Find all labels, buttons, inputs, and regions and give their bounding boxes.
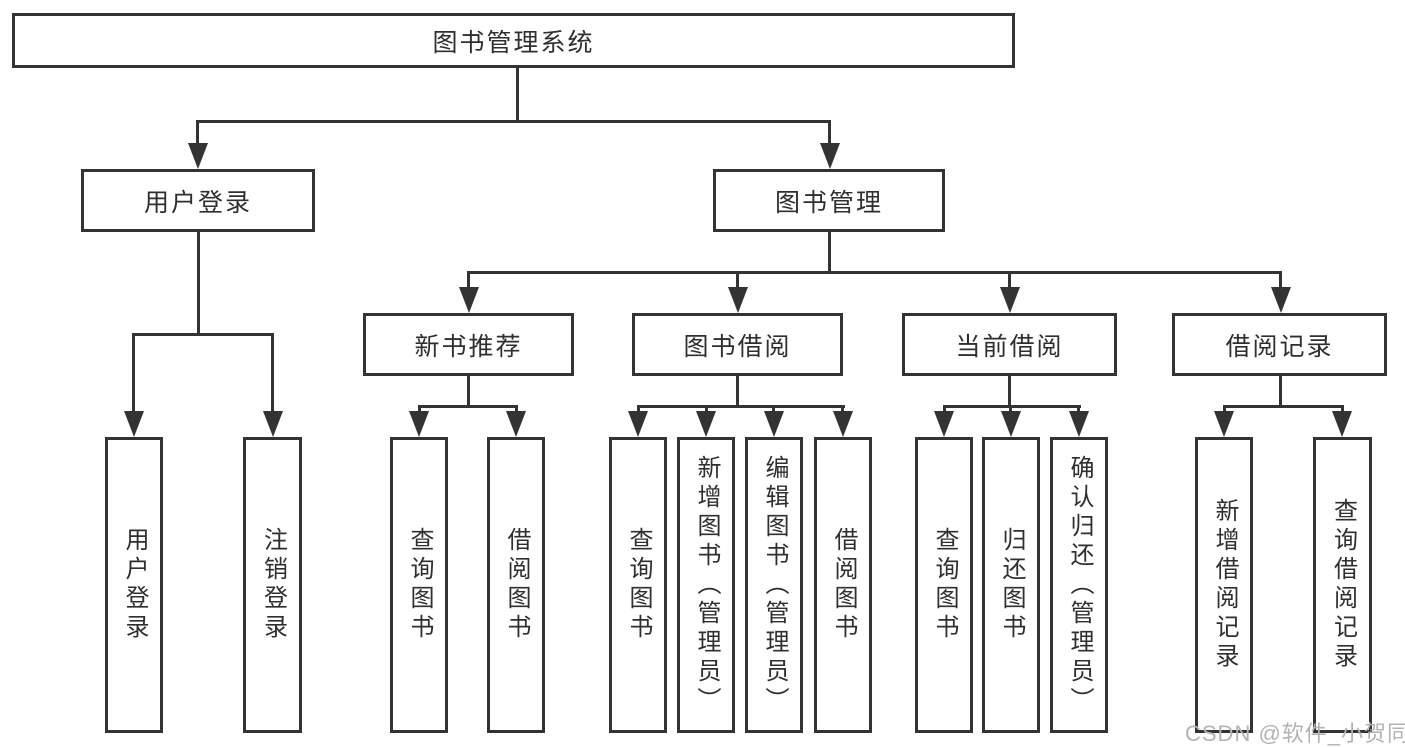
connector-line xyxy=(736,271,739,291)
connector-book-mgmt-drop xyxy=(828,120,831,148)
connector-line xyxy=(418,405,421,415)
node-new-book-recommend: 新书推荐 xyxy=(363,313,574,376)
leaf-records-query-borrow-record: 查询借阅记录 xyxy=(1313,437,1372,733)
arrow-down-icon xyxy=(506,411,526,437)
arrow-down-icon xyxy=(124,411,144,437)
connector-line xyxy=(637,405,845,408)
leaf-borrow-borrow-books: 借阅图书 xyxy=(814,437,872,733)
connector-line xyxy=(1279,271,1282,291)
connector-line xyxy=(705,405,708,415)
node-current-borrowing: 当前借阅 xyxy=(902,313,1117,376)
connector-book-mgmt-stem xyxy=(828,232,831,274)
connector-line xyxy=(1223,405,1344,408)
arrow-down-icon xyxy=(833,411,853,437)
connector-line xyxy=(841,405,844,415)
arrow-down-icon xyxy=(1214,411,1234,437)
node-borrowing-records: 借阅记录 xyxy=(1172,313,1387,376)
arrow-down-icon xyxy=(263,411,283,437)
arrow-down-icon xyxy=(764,411,784,437)
leaf-records-add-borrow-record: 新增借阅记录 xyxy=(1195,437,1253,733)
arrow-down-icon xyxy=(1001,411,1021,437)
connector-line xyxy=(943,405,1081,408)
node-book-borrowing: 图书借阅 xyxy=(632,313,843,376)
node-book-management: 图书管理 xyxy=(713,169,945,232)
connector-line xyxy=(943,405,946,415)
leaf-current-query-books: 查询图书 xyxy=(915,437,973,733)
leaf-user-login: 用户登录 xyxy=(105,437,163,733)
arrow-down-icon xyxy=(628,411,648,437)
connector-line xyxy=(772,405,775,415)
leaf-borrow-add-books-admin: 新增图书（管理员） xyxy=(677,437,735,733)
arrow-down-icon xyxy=(820,143,840,169)
leaf-recommend-query-books: 查询图书 xyxy=(390,437,448,733)
connector-line xyxy=(418,405,518,408)
leaf-current-return-books: 归还图书 xyxy=(982,437,1040,733)
arrow-down-icon xyxy=(1332,411,1352,437)
leaf-current-confirm-return-admin: 确认归还（管理员） xyxy=(1050,437,1108,733)
connector-line xyxy=(467,376,470,407)
connector-user-login-stem xyxy=(197,232,200,336)
connector-line xyxy=(637,405,640,415)
connector-line xyxy=(515,405,518,415)
leaf-logout-login: 注销登录 xyxy=(243,437,302,733)
arrow-down-icon xyxy=(728,287,748,313)
connector-line xyxy=(132,333,135,413)
arrow-down-icon xyxy=(1271,287,1291,313)
connector-line xyxy=(736,376,739,407)
leaf-borrow-edit-books-admin: 编辑图书（管理员） xyxy=(745,437,803,733)
connector-line xyxy=(1008,376,1011,407)
connector-line xyxy=(1009,405,1012,415)
connector-user-login-rail xyxy=(132,333,274,336)
connector-line xyxy=(1279,376,1282,407)
connector-level2-rail xyxy=(467,271,1282,274)
arrow-down-icon xyxy=(934,411,954,437)
connector-level1-rail xyxy=(196,120,831,123)
connector-line xyxy=(1341,405,1344,415)
arrow-down-icon xyxy=(459,287,479,313)
arrow-down-icon xyxy=(696,411,716,437)
connector-line xyxy=(467,271,470,291)
arrow-down-icon xyxy=(188,143,208,169)
leaf-borrow-query-books: 查询图书 xyxy=(609,437,667,733)
leaf-recommend-borrow-books: 借阅图书 xyxy=(487,437,545,733)
node-user-login: 用户登录 xyxy=(81,169,315,232)
connector-line xyxy=(1008,271,1011,291)
connector-line xyxy=(1077,405,1080,415)
node-library-management-system: 图书管理系统 xyxy=(12,13,1015,68)
watermark: CSDN @软件_小贺同学 xyxy=(1185,721,1405,746)
connector-root-stem xyxy=(516,68,519,123)
connector-line xyxy=(1223,405,1226,415)
connector-user-login-drop xyxy=(196,120,199,148)
arrow-down-icon xyxy=(409,411,429,437)
arrow-down-icon xyxy=(1000,287,1020,313)
arrow-down-icon xyxy=(1069,411,1089,437)
connector-line xyxy=(271,333,274,413)
